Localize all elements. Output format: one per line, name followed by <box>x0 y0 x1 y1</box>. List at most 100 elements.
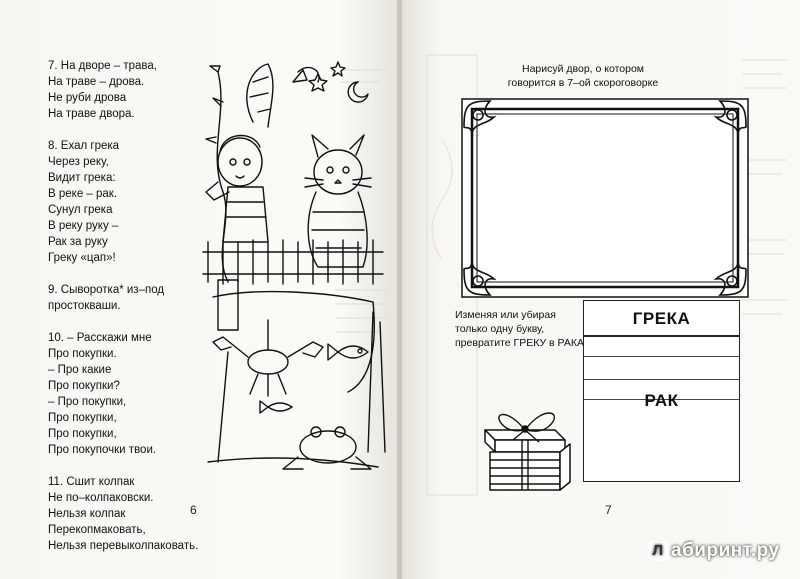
verse-8: 8. Ехал грека Через реку, Видит грека: В… <box>48 138 218 266</box>
start-word: ГРЕКА <box>632 309 691 328</box>
verse-line: Про покупочки твои. <box>48 444 157 456</box>
page-number-right: 7 <box>605 503 612 517</box>
verse-line: Нельзя перевыколпаковать. <box>48 540 199 552</box>
boy-mouth <box>235 175 245 179</box>
end-word: РАК <box>644 391 679 410</box>
gift-box-illustration <box>484 412 571 491</box>
verse-7: 7. На дворе – трава, На траве – дрова. Н… <box>48 58 218 122</box>
verse-line: Сунул грека <box>48 204 113 216</box>
pond-edge <box>212 290 375 393</box>
verse-line: Не по–колпаковски. <box>48 492 154 504</box>
verse-line: простокваши. <box>48 300 121 312</box>
boy-eye <box>243 158 251 166</box>
frog-eye <box>310 426 322 438</box>
corner-ornament-br <box>713 262 747 296</box>
frog-eye <box>334 426 346 438</box>
crayfish-claws <box>212 336 324 358</box>
vine-top <box>297 66 320 83</box>
word-ladder-box: ГРЕКА РАК <box>583 300 740 482</box>
gift-bow-right <box>524 412 555 432</box>
verse-line: Про покупки. <box>48 348 117 360</box>
tongue-twister-list: 7. На дворе – трава, На траве – дрова. Н… <box>48 58 218 570</box>
answer-line[interactable] <box>584 399 739 400</box>
gift-box-side <box>559 443 571 491</box>
verse-line: На траве – дрова. <box>48 76 145 88</box>
cat-head <box>313 149 363 195</box>
bleed-through-lines <box>335 69 388 333</box>
page-number-left: 6 <box>190 503 197 517</box>
cat-stripes <box>311 211 365 249</box>
fence-rails <box>202 251 384 275</box>
corner-swirl <box>726 275 738 287</box>
tongue-twister-illustration <box>202 61 386 470</box>
boy-hair <box>219 134 261 153</box>
fish-eye <box>357 348 363 354</box>
verse-line: Рак за руку <box>48 236 108 248</box>
boy-stripes <box>225 201 267 218</box>
frog-body <box>299 430 357 464</box>
verse-line: Про покупки, <box>48 428 117 440</box>
moon <box>347 81 369 103</box>
gift-bow-left <box>498 413 526 432</box>
cat-eye <box>326 166 334 174</box>
gift-lid-front <box>494 439 566 453</box>
reeds <box>217 311 386 463</box>
verse-line: Перекопмаковать, <box>48 524 146 536</box>
watermark-logo: Л <box>648 540 668 561</box>
verse-line: Видит грека: <box>48 172 116 184</box>
verse-line: – Про какие <box>48 364 112 376</box>
raccoon-tail <box>246 63 274 128</box>
fish-small <box>259 400 293 414</box>
pond-bottom <box>207 457 379 468</box>
answer-line[interactable] <box>584 356 739 357</box>
drawing-frame <box>461 98 749 298</box>
star <box>308 73 328 92</box>
corner-ornament-tl <box>463 100 497 134</box>
fish <box>327 343 369 361</box>
verse-line: В реке – рак. <box>48 188 118 200</box>
crayfish-body <box>247 349 289 375</box>
gift-stripes <box>490 459 560 485</box>
gift-bow-knot <box>521 425 529 433</box>
fence-pickets <box>207 239 374 285</box>
verse-line: В реку руку – <box>48 220 119 232</box>
corner-swirl <box>472 275 484 287</box>
verse-line: Нельзя колпак <box>48 508 126 520</box>
corner-swirl <box>726 109 738 121</box>
verse-line: 9. Сыворотка* из–под <box>48 284 165 296</box>
verse-line: Про покупки? <box>48 380 120 392</box>
verse-line: На траве двора. <box>48 108 135 120</box>
boy-head <box>217 137 263 187</box>
answer-line[interactable] <box>584 379 739 380</box>
verse-line: 11. Сшит колпак <box>48 476 135 488</box>
cat-whiskers <box>304 177 372 188</box>
verse-line: Про покупки, <box>48 412 117 424</box>
boy-eye <box>229 158 237 166</box>
word-puzzle-instruction: Изменяя или убирая только одну букву, пр… <box>455 309 587 349</box>
boy-arm <box>205 181 230 201</box>
tail-stripes <box>249 76 271 113</box>
corner-swirl <box>472 109 484 121</box>
verse-line: – Про покупки, <box>48 396 127 408</box>
star <box>330 61 346 77</box>
verse-line: Через реку, <box>48 156 109 168</box>
crayfish-legs <box>249 319 287 397</box>
corner-ornament-tr <box>713 100 747 134</box>
watermark-text: абиринт.ру <box>671 540 780 561</box>
verse-line: 7. На дворе – трава, <box>48 60 157 72</box>
verse-line: Греку «цап»! <box>48 252 116 264</box>
cat-ears <box>311 134 365 158</box>
gift-ribbon-vertical <box>521 440 529 490</box>
verse-10: 10. – Расскажи мне Про покупки. – Про ка… <box>48 330 218 458</box>
boy-body <box>222 186 269 243</box>
frog-legs <box>282 456 372 470</box>
bleed-through-text <box>330 60 390 483</box>
verse-line: 8. Ехал грека <box>48 140 120 152</box>
leaf-top <box>292 69 308 83</box>
word-divider <box>584 335 739 337</box>
bleed-through-art <box>426 54 787 496</box>
cat-body <box>307 191 368 268</box>
left-page: 7. На дворе – трава, На траве – дрова. Н… <box>0 0 398 579</box>
